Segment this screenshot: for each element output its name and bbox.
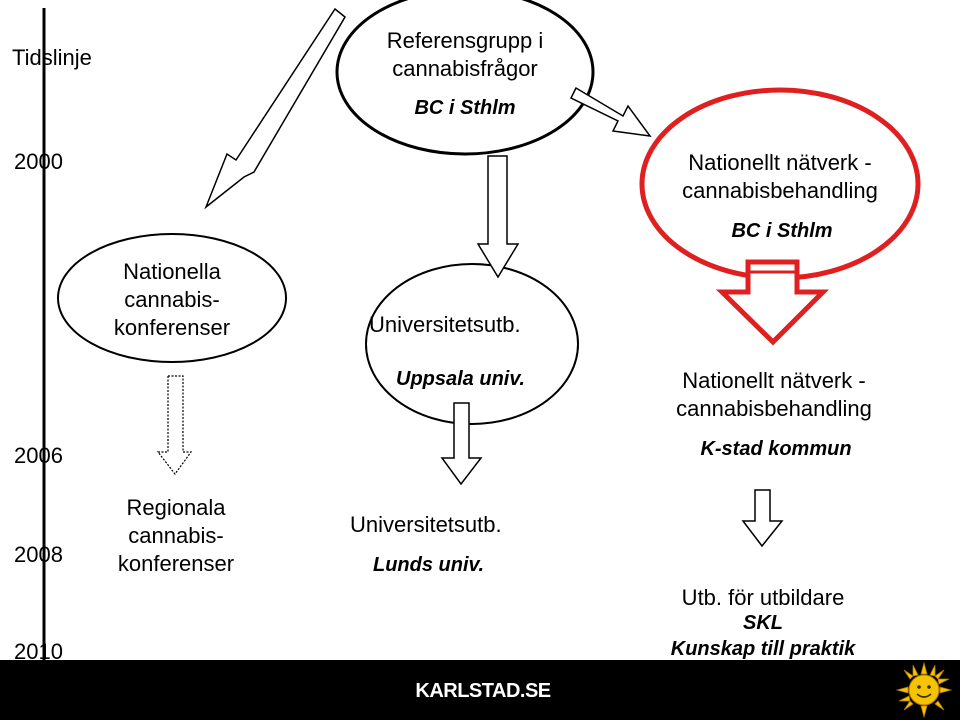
arrow-diagonal-right: [569, 86, 652, 137]
univ-uppsala-title: Universitetsutb.: [369, 312, 521, 337]
arrow-down-center-mid: [440, 402, 483, 486]
univ-lund-title: Universitetsutb.: [350, 512, 502, 537]
regionala-konf-line-1: Regionala: [126, 495, 226, 520]
arrow-down-left: [156, 375, 193, 476]
nationella-konf-line-3: konferenser: [113, 315, 231, 340]
natverk-kstad-title-1: Nationellt nätverk -: [682, 368, 866, 393]
utb-program: Kunskap till praktik: [670, 638, 856, 660]
regionala-konf-line-2: cannabis-: [128, 523, 224, 548]
utb-org: SKL: [743, 612, 783, 634]
natverk-sthlm-title-2: cannabisbehandling: [682, 178, 878, 203]
regionala-konf-line-3: konferenser: [117, 551, 235, 576]
timeline-year-2006: 2006: [14, 443, 63, 468]
arrow-diagonal-left: [204, 7, 346, 210]
ellipse-referensgrupp: [335, 0, 595, 156]
footer-brand[interactable]: KARLSTAD.SE: [415, 680, 551, 702]
referensgrupp-title-2: cannabisfrågor: [392, 56, 538, 81]
arrow-down-right: [741, 489, 784, 548]
timeline-title: Tidslinje: [12, 45, 92, 70]
referensgrupp-org: BC i Sthlm: [414, 97, 516, 119]
sun-face-icon: [895, 661, 953, 719]
timeline-year-2008: 2008: [14, 542, 63, 567]
univ-uppsala-org: Uppsala univ.: [396, 368, 525, 390]
timeline-year-2000: 2000: [14, 149, 63, 174]
ellipse-nationella-konferenser: [57, 233, 287, 363]
ellipse-universitetsutb-uppsala: [365, 263, 579, 425]
footer-bar: [0, 660, 960, 720]
timeline-year-2010: 2010: [14, 639, 63, 664]
natverk-kstad-org: K-stad kommun: [700, 438, 852, 460]
natverk-sthlm-title-1: Nationellt nätverk -: [688, 150, 872, 175]
natverk-sthlm-org: BC i Sthlm: [731, 220, 833, 242]
univ-lund-org: Lunds univ.: [373, 554, 485, 576]
nationella-konf-line-2: cannabis-: [124, 287, 220, 312]
arrow-down-center-top: [476, 155, 520, 279]
referensgrupp-title-1: Referensgrupp i: [386, 28, 544, 53]
nationella-konf-line-1: Nationella: [123, 259, 221, 284]
arrow-down-red: [715, 259, 830, 346]
natverk-kstad-title-2: cannabisbehandling: [676, 396, 872, 421]
utb-title: Utb. för utbildare: [681, 585, 845, 610]
